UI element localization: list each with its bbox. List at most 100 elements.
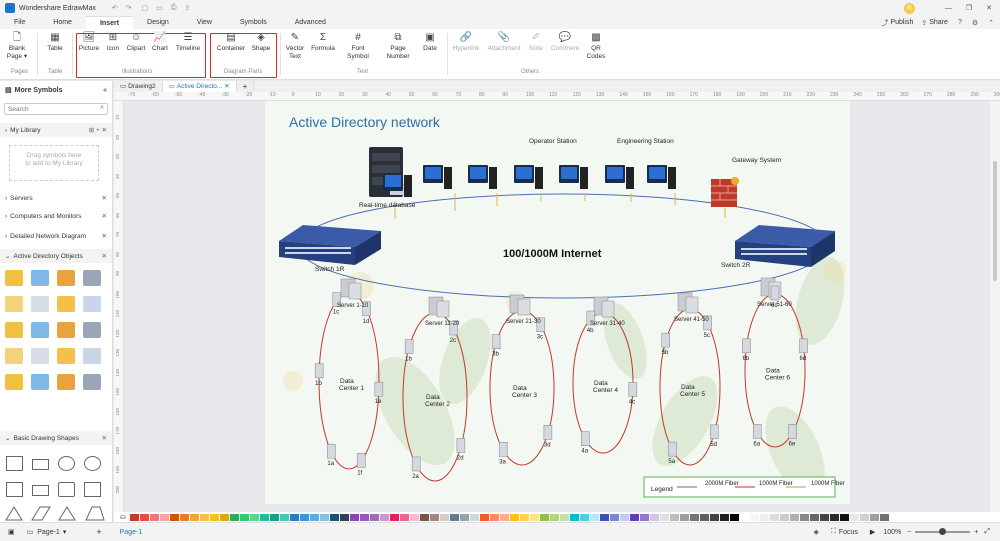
shape-rect-4[interactable]: [84, 482, 101, 497]
shape-triangle[interactable]: [5, 506, 23, 521]
shape-rectangle[interactable]: [32, 459, 49, 470]
color-swatch[interactable]: [249, 513, 259, 521]
color-swatch[interactable]: [369, 513, 379, 521]
category-active-directory[interactable]: ⌄Active Directory Objects✕: [0, 249, 112, 263]
zoom-in-button[interactable]: +: [974, 528, 979, 536]
ad-object-symbol[interactable]: [57, 322, 75, 338]
server-node[interactable]: 4c: [628, 382, 638, 405]
focus-icon[interactable]: ⛶: [830, 528, 836, 535]
color-swatch[interactable]: [229, 513, 239, 521]
color-swatch[interactable]: [809, 513, 819, 521]
page-dropdown-icon[interactable]: ▾: [62, 529, 67, 536]
ad-object-symbol[interactable]: [5, 322, 23, 338]
ad-object-symbol[interactable]: [83, 374, 101, 390]
color-swatch[interactable]: [169, 513, 179, 521]
server-cluster[interactable]: [593, 296, 615, 318]
color-swatch[interactable]: [339, 513, 349, 521]
zoom-level[interactable]: 100%: [883, 528, 902, 536]
shape-triangle-2[interactable]: [58, 506, 76, 521]
shape-button[interactable]: ◈Shape: [251, 32, 271, 52]
workstation[interactable]: [514, 165, 543, 189]
color-swatch[interactable]: [789, 513, 799, 521]
server-node[interactable]: 6e: [788, 424, 797, 447]
color-swatch[interactable]: [439, 513, 449, 521]
gateway-firewall[interactable]: [711, 177, 739, 207]
server-cluster[interactable]: [509, 294, 531, 316]
print-icon[interactable]: ⎙: [170, 4, 177, 11]
ad-object-symbol[interactable]: [57, 270, 75, 286]
color-swatch[interactable]: [859, 513, 869, 521]
color-swatch[interactable]: [489, 513, 499, 521]
color-swatch[interactable]: [219, 513, 229, 521]
color-swatch[interactable]: [879, 513, 889, 521]
color-swatch[interactable]: [289, 513, 299, 521]
attachment-button[interactable]: 📎Attachment: [487, 32, 521, 52]
server-node[interactable]: 1f: [356, 453, 366, 476]
layers-icon[interactable]: ◈: [813, 529, 819, 536]
page-layout-icon[interactable]: ▣: [8, 529, 15, 536]
collapse-ribbon-icon[interactable]: ⌃: [988, 19, 994, 27]
color-swatch[interactable]: [829, 513, 839, 521]
new-icon[interactable]: ▢: [141, 5, 149, 12]
color-swatch[interactable]: [319, 513, 329, 521]
server-node[interactable]: 4a: [581, 431, 590, 455]
color-swatch[interactable]: [729, 513, 739, 521]
ad-object-symbol[interactable]: [5, 348, 23, 364]
ad-object-symbol[interactable]: [83, 296, 101, 312]
server-node[interactable]: 1d: [362, 301, 371, 325]
shape-row-triangles[interactable]: [4, 505, 108, 521]
color-swatch[interactable]: [549, 513, 559, 521]
server-node[interactable]: 2d: [456, 438, 466, 461]
category-network[interactable]: ›Detailed Network Diagram✕: [5, 232, 107, 241]
color-swatch[interactable]: [189, 513, 199, 521]
play-icon[interactable]: ▶: [869, 529, 876, 536]
server-node[interactable]: 3a: [498, 442, 508, 465]
color-swatch[interactable]: [869, 513, 879, 521]
color-swatch[interactable]: [509, 513, 519, 521]
server-node[interactable]: 1b: [314, 363, 324, 387]
menu-view[interactable]: View: [196, 19, 212, 26]
color-swatch[interactable]: [179, 513, 189, 521]
color-swatch[interactable]: [779, 513, 789, 521]
color-swatch[interactable]: [479, 513, 489, 521]
page-number-button[interactable]: ⧉Page Number: [386, 32, 410, 60]
color-swatch[interactable]: [539, 513, 549, 521]
collapse-panel-icon[interactable]: «: [103, 86, 107, 94]
server-cluster[interactable]: [428, 296, 450, 318]
server-node[interactable]: 5c: [703, 315, 712, 339]
color-swatch[interactable]: [599, 513, 609, 521]
server-node[interactable]: 6a: [753, 424, 762, 447]
shape-trapezoid[interactable]: [85, 506, 105, 521]
fit-page-icon[interactable]: ⤢: [984, 528, 990, 535]
ad-object-symbol[interactable]: [31, 322, 49, 338]
color-swatch[interactable]: [139, 513, 149, 521]
ad-object-symbol[interactable]: [5, 374, 23, 390]
workstation[interactable]: [468, 165, 497, 189]
color-swatch[interactable]: [819, 513, 829, 521]
ad-object-symbol[interactable]: [57, 348, 75, 364]
timeline-button[interactable]: ☰Timeline: [175, 32, 201, 52]
color-swatch[interactable]: [519, 513, 529, 521]
server-node[interactable]: 3b: [491, 334, 501, 358]
publish-icon[interactable]: ⤴: [881, 19, 889, 27]
switch-2r[interactable]: [735, 225, 835, 267]
switch-1r[interactable]: [279, 225, 381, 265]
color-swatch[interactable]: [459, 513, 469, 521]
server-node[interactable]: 4b: [586, 310, 596, 334]
category-basic-shapes[interactable]: ⌄Basic Drawing Shapes✕: [0, 431, 112, 445]
color-swatch[interactable]: [159, 513, 169, 521]
page-selector[interactable]: Page-1: [37, 528, 60, 536]
menu-symbols[interactable]: Symbols: [239, 19, 267, 26]
avatar[interactable]: R: [903, 2, 915, 14]
table-button[interactable]: ▦Table: [47, 32, 63, 52]
ad-object-symbol[interactable]: [31, 270, 49, 286]
shape-circle[interactable]: [58, 456, 75, 471]
focus-button[interactable]: Focus: [838, 528, 858, 536]
category-computers[interactable]: ›Computers and Monitors✕: [5, 212, 107, 221]
shape-parallelogram[interactable]: [31, 506, 51, 521]
qr-codes-button[interactable]: ▩QR Codes: [586, 32, 606, 60]
blank-page-button[interactable]: 🗋Blank Page ▾: [6, 32, 28, 60]
shape-square[interactable]: [6, 456, 23, 471]
chart-button[interactable]: 📈Chart: [152, 32, 168, 52]
